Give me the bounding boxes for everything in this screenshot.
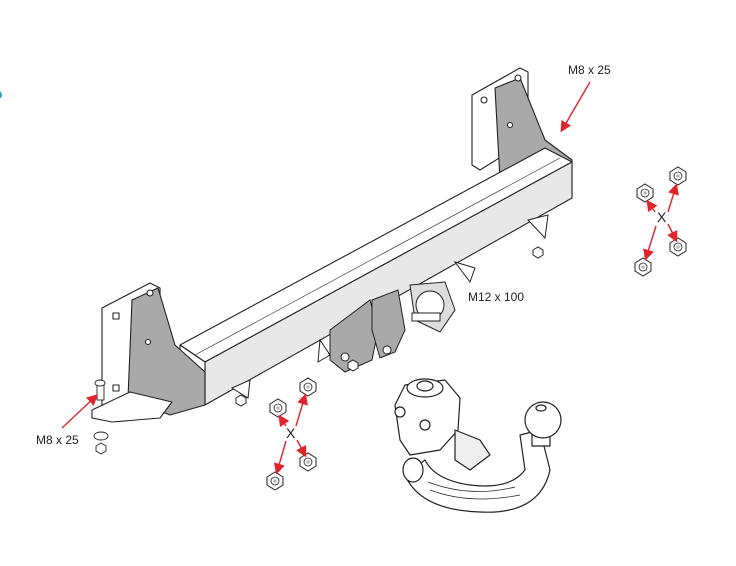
label-cross-right: X (657, 209, 667, 225)
cross-beam (179, 147, 573, 406)
label-bolt-top-right: M8 x 25 (568, 63, 611, 77)
left-bolt-stack (93, 379, 109, 455)
tow-ball-hitch (394, 378, 562, 513)
red-arrows (61, 81, 679, 475)
label-cross-left: X (286, 425, 296, 441)
center-brackets (230, 214, 549, 407)
label-bolt-bottom-left: M8 x 25 (36, 433, 79, 447)
accent-dot (0, 91, 2, 99)
label-bolt-center: M12 x 100 (468, 290, 525, 304)
left-mounting-bracket (91, 282, 206, 423)
